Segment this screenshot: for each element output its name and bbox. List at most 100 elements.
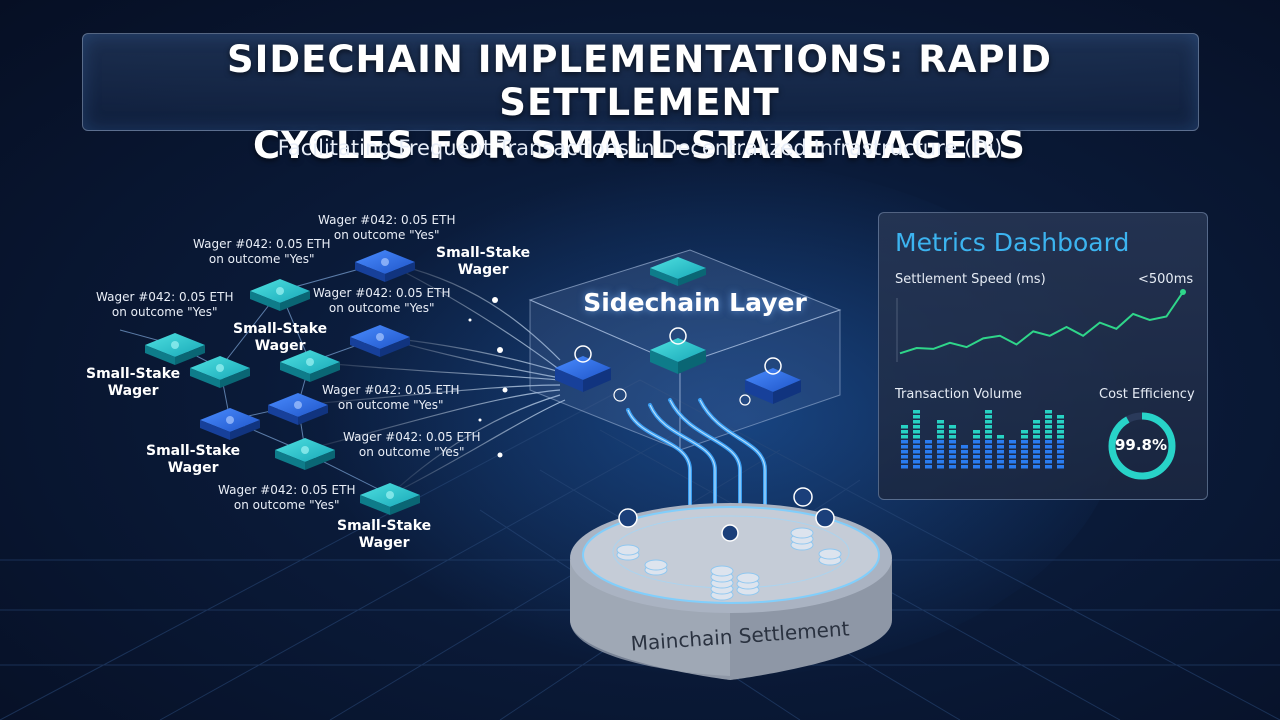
volume-bar-segment xyxy=(1057,425,1064,429)
volume-bar-segment xyxy=(1045,435,1052,439)
volume-bar-segment xyxy=(1057,445,1064,449)
volume-bar-segment xyxy=(937,460,944,464)
volume-bar-segment xyxy=(1045,430,1052,434)
wager-node xyxy=(145,333,205,365)
volume-bar-segment xyxy=(949,460,956,464)
volume-bar-segment xyxy=(973,455,980,459)
volume-bar-segment xyxy=(985,450,992,454)
volume-bar-segment xyxy=(1057,450,1064,454)
volume-bar-segment xyxy=(1033,455,1040,459)
volume-bar-segment xyxy=(1033,435,1040,439)
volume-bar-segment xyxy=(961,445,968,449)
volume-bar-segment xyxy=(949,445,956,449)
volume-bar-segment xyxy=(1021,435,1028,439)
volume-bar-segment xyxy=(925,445,932,449)
wager-node xyxy=(280,350,340,382)
volume-bar-segment xyxy=(961,450,968,454)
transaction-volume-bars xyxy=(901,410,1064,469)
cost-efficiency-value: 99.8% xyxy=(1114,436,1168,454)
volume-bar-segment xyxy=(913,445,920,449)
volume-bar-segment xyxy=(1045,440,1052,444)
volume-bar-segment xyxy=(1045,410,1052,414)
volume-bar-segment xyxy=(1045,465,1052,469)
volume-bar-segment xyxy=(997,455,1004,459)
title-line-1: SIDECHAIN IMPLEMENTATIONS: RAPID SETTLEM… xyxy=(227,38,1052,124)
volume-bar-segment xyxy=(1021,465,1028,469)
volume-bar-segment xyxy=(1021,450,1028,454)
wager-node xyxy=(360,483,420,515)
volume-bar-segment xyxy=(997,445,1004,449)
floating-coins xyxy=(618,487,835,542)
volume-bar-segment xyxy=(925,450,932,454)
volume-bar-segment xyxy=(901,430,908,434)
metrics-dashboard xyxy=(878,212,1208,500)
volume-bar-segment xyxy=(973,435,980,439)
volume-bar-segment xyxy=(1057,455,1064,459)
coin-icon xyxy=(739,394,751,406)
volume-bar-segment xyxy=(949,465,956,469)
volume-bar-segment xyxy=(937,425,944,429)
volume-bar-segment xyxy=(997,465,1004,469)
volume-bar-segment xyxy=(913,435,920,439)
volume-bar-segment xyxy=(973,460,980,464)
volume-bar-segment xyxy=(973,430,980,434)
volume-bar-segment xyxy=(1033,460,1040,464)
volume-bar-segment xyxy=(1009,460,1016,464)
volume-bar-segment xyxy=(1045,450,1052,454)
volume-bar-segment xyxy=(985,460,992,464)
volume-bar-segment xyxy=(1009,445,1016,449)
volume-bar-segment xyxy=(1021,440,1028,444)
volume-bar-segment xyxy=(937,435,944,439)
settlement-pipes-glow xyxy=(627,399,766,560)
volume-bar-segment xyxy=(949,440,956,444)
volume-bar-segment xyxy=(985,415,992,419)
wager-node xyxy=(268,393,328,425)
title-line-2: CYCLES FOR SMALL-STAKE WAGERS xyxy=(253,124,1026,167)
volume-bar-segment xyxy=(901,425,908,429)
volume-bar-segment xyxy=(1009,465,1016,469)
volume-bar-segment xyxy=(949,430,956,434)
volume-bar-segment xyxy=(901,465,908,469)
page-title: SIDECHAIN IMPLEMENTATIONS: RAPID SETTLEM… xyxy=(82,38,1197,167)
volume-bar-segment xyxy=(997,460,1004,464)
volume-bar-segment xyxy=(997,435,1004,439)
volume-bar-segment xyxy=(985,435,992,439)
wager-node xyxy=(355,250,415,282)
volume-bar-segment xyxy=(985,410,992,414)
volume-bar-segment xyxy=(1033,425,1040,429)
sparkles xyxy=(468,297,508,458)
title-panel xyxy=(82,33,1199,131)
volume-bar-segment xyxy=(937,430,944,434)
volume-bar-segment xyxy=(949,435,956,439)
volume-bar-segment xyxy=(997,440,1004,444)
volume-bar-segment xyxy=(1057,420,1064,424)
transaction-volume-label: Transaction Volume xyxy=(895,387,1022,402)
volume-bar-segment xyxy=(901,445,908,449)
volume-bar-segment xyxy=(985,425,992,429)
volume-bar-segment xyxy=(1057,460,1064,464)
volume-bar-segment xyxy=(925,460,932,464)
coin-icon xyxy=(613,388,627,402)
volume-bar-segment xyxy=(973,440,980,444)
volume-bar-segment xyxy=(1021,430,1028,434)
efficiency-gauge-arc xyxy=(1108,412,1176,480)
volume-bar-segment xyxy=(1045,420,1052,424)
volume-bar-segment xyxy=(961,460,968,464)
volume-bar-segment xyxy=(949,425,956,429)
volume-bar-segment xyxy=(901,455,908,459)
volume-bar-segment xyxy=(1045,445,1052,449)
volume-bar-segment xyxy=(937,465,944,469)
volume-bar-segment xyxy=(997,450,1004,454)
volume-bar-segment xyxy=(1009,455,1016,459)
wager-node xyxy=(350,325,410,357)
